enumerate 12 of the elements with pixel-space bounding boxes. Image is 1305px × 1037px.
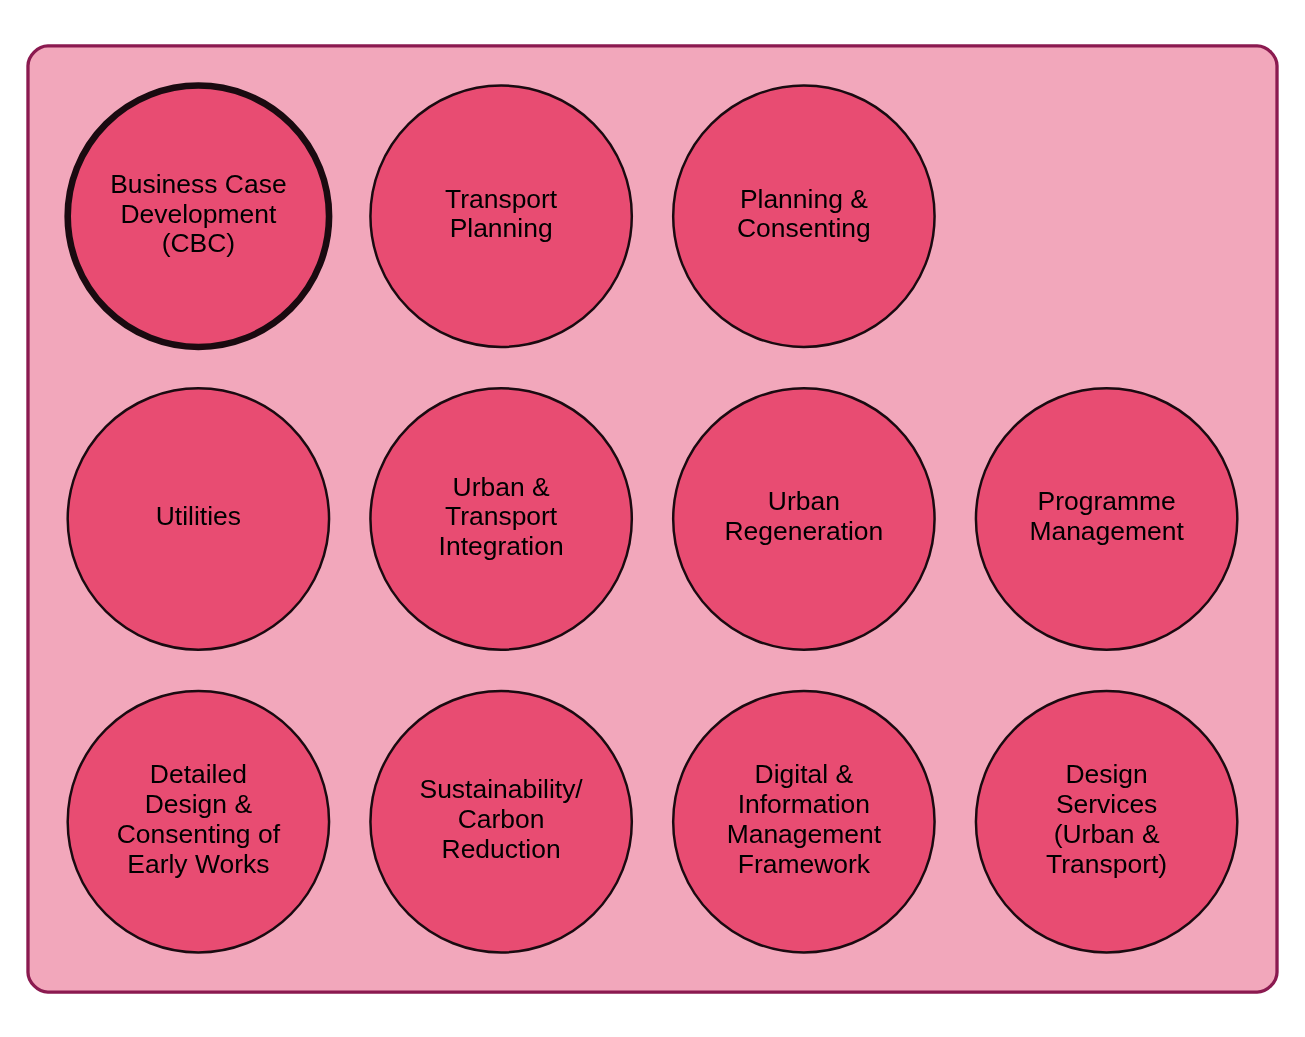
node-circle: Business Case Development (CBC) [64,81,333,350]
cluster [26,43,1279,994]
node-circle: Planning & Consenting [671,83,936,348]
node-circle: Programme Management [974,386,1239,651]
node-circle: Transport Planning [369,83,634,348]
node-circle: Design Services (Urban & Transport) [974,689,1239,954]
node-circle: Utilities [66,386,331,651]
node-circle: Detailed Design & Consenting of Early Works [66,689,331,954]
node-circle: Urban & Transport Integration [369,386,634,651]
node-circle: Digital & Information Management Framework [671,689,936,954]
node-circle: Urban Regeneration [671,386,936,651]
node-circle: Sustainability/ Carbon Reduction [369,689,634,954]
